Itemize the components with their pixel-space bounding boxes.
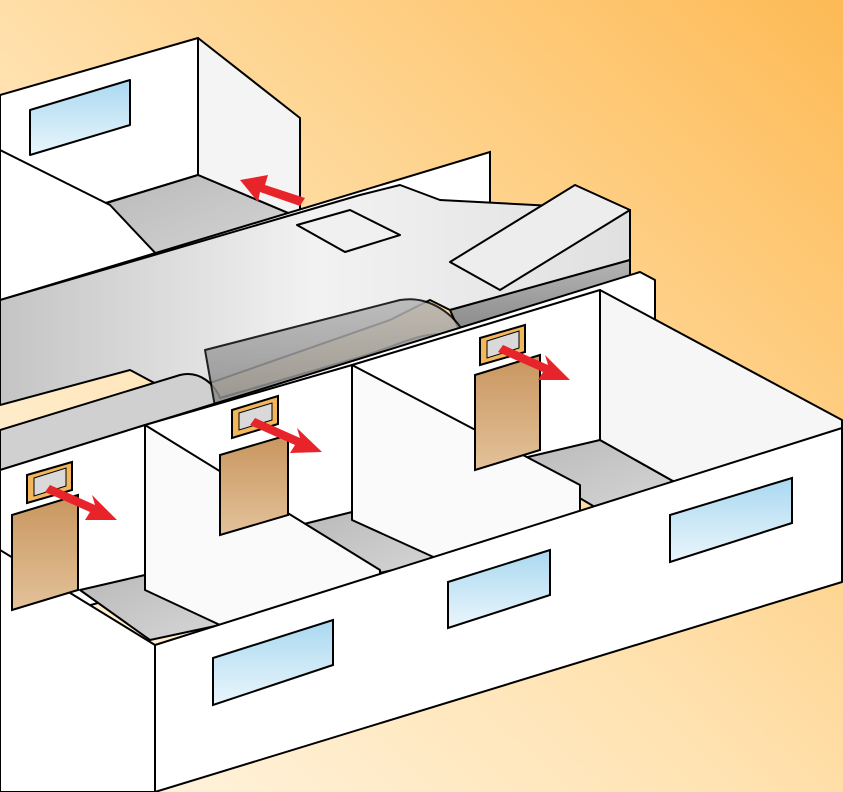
airflow-arrow-back [240, 175, 305, 206]
window-front-2 [447, 548, 551, 630]
door-room-3 [474, 353, 541, 472]
airflow-arrows [45, 175, 570, 520]
window-front-3 [669, 476, 793, 564]
doors [11, 353, 541, 612]
tee-branch-top [296, 209, 401, 253]
left-outer-wall [0, 549, 156, 792]
vent-room-2 [231, 394, 279, 440]
back-room [0, 37, 301, 306]
main-duct-end [449, 184, 631, 291]
airflow-arrow-room-2 [250, 418, 322, 453]
airflow-arrow-room-1 [45, 485, 117, 520]
airflow-arrow-room-3 [498, 345, 570, 380]
window-front-1 [212, 618, 334, 707]
door-room-2 [219, 433, 289, 537]
front-windows [212, 476, 793, 707]
door-room-1 [11, 493, 79, 612]
window-back [29, 79, 131, 156]
